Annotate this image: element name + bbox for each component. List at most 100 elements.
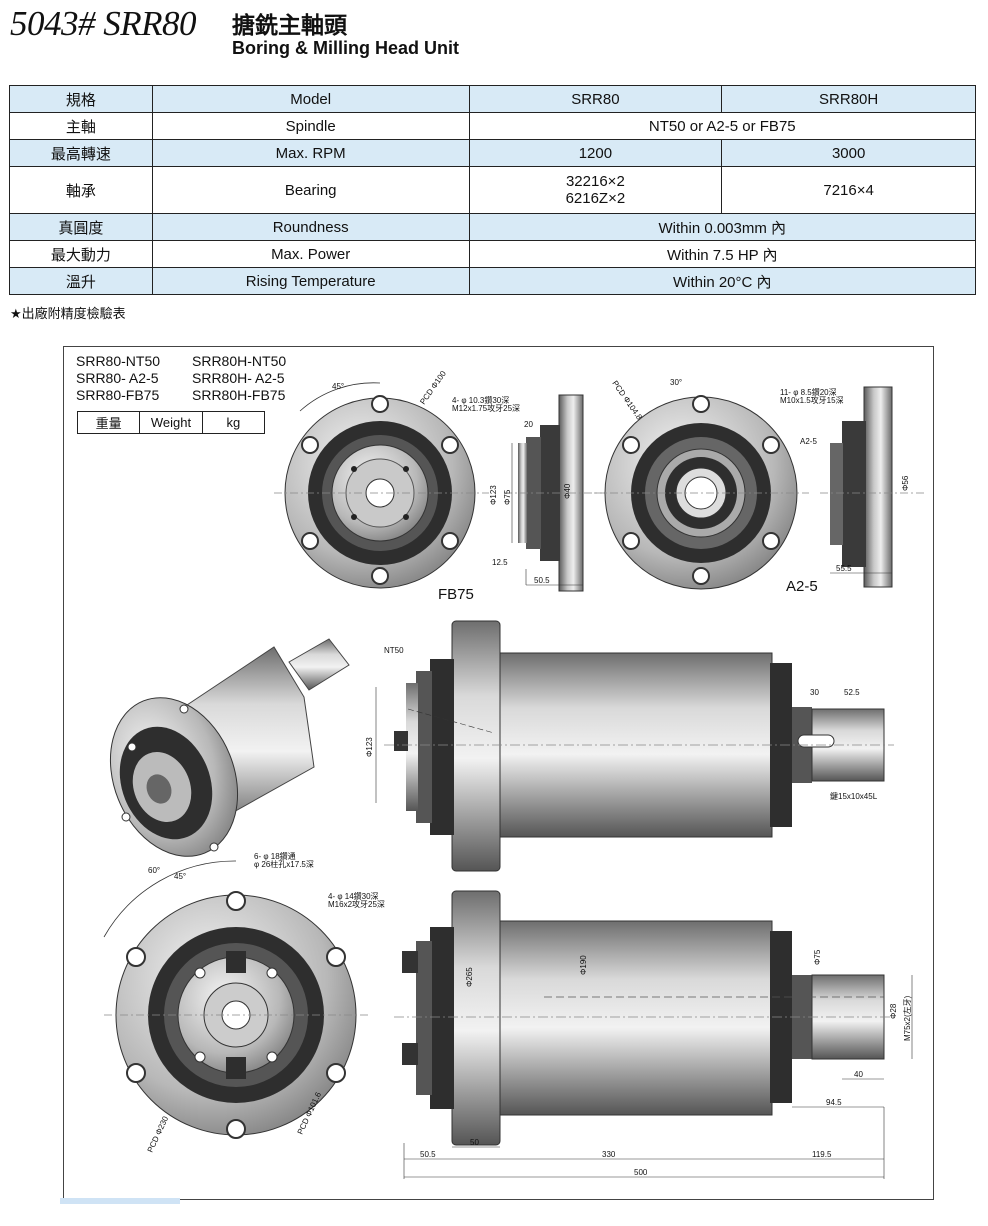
spec-row-spindle: 主軸 Spindle NT50 or A2-5 or FB75 [9, 112, 977, 140]
decorative-bar [60, 1198, 180, 1204]
row-zh: 最高轉速 [9, 139, 153, 167]
variant-item: SRR80-FB75 [76, 387, 160, 403]
row-en: Max. Power [151, 240, 470, 268]
row-value: Within 20°C 內 [468, 267, 977, 295]
holes-4: 4- φ 14鑽30深 [328, 891, 379, 901]
row-zh: 最大動力 [9, 240, 153, 268]
row-zh: 主軸 [9, 112, 153, 140]
row-en: Rising Temperature [151, 267, 470, 295]
fb75-front-view [274, 382, 489, 589]
nt50-side-view [375, 620, 894, 872]
dim-50-5: 50.5 [534, 576, 550, 585]
angle-60: 60° [148, 866, 160, 875]
dim-12-5: 12.5 [492, 558, 508, 567]
dim-phi123: Φ123 [489, 485, 498, 505]
holes-fb75-thread: M12x1.75攻牙25深 [452, 403, 520, 413]
row-en: Spindle [151, 112, 470, 140]
dim-52-5: 52.5 [844, 688, 860, 697]
dim-50-5b: 50.5 [420, 1150, 436, 1159]
pcd-100: PCD Φ100 [418, 369, 448, 406]
fb75-side-view [504, 394, 624, 592]
spindle-side-view [394, 890, 913, 1179]
dim-20: 20 [524, 420, 533, 429]
spec-header-row: 規格 Model SRR80 SRR80H [9, 85, 976, 113]
dim-phi265: Φ265 [465, 967, 474, 987]
dim-500: 500 [634, 1168, 648, 1177]
weight-label-en: Weight [140, 412, 203, 433]
variant-item: SRR80-NT50 [76, 353, 161, 369]
holes-fb75: 4- φ 10.3鑽30深 [452, 395, 509, 405]
row-en: Bearing [151, 166, 470, 214]
weight-label-zh: 重量 [78, 412, 141, 433]
dim-phi123b: Φ123 [365, 737, 374, 757]
row-value: NT50 or A2-5 or FB75 [468, 112, 977, 140]
angle-30: 30° [670, 378, 682, 387]
header-zh: 規格 [9, 85, 153, 113]
spec-table: 規格 Model SRR80 SRR80H 主軸 Spindle NT50 or… [9, 85, 977, 295]
row-zh: 軸承 [9, 166, 153, 214]
holes-4-thread: M16x2攻牙25深 [328, 899, 385, 909]
variant-item: SRR80H-NT50 [192, 353, 287, 369]
header-col2: SRR80H [721, 85, 976, 113]
bearing-line-2: 6216Z×2 [565, 190, 626, 207]
pcd-230: PCD Φ230 [146, 1114, 171, 1154]
dim-phi56: Φ56 [901, 475, 910, 491]
row-en: Roundness [151, 213, 470, 241]
row-zh: 溫升 [9, 267, 153, 295]
row-en: Max. RPM [151, 139, 470, 167]
holes-6: 6- φ 18鑽通 [254, 851, 296, 861]
header-col1: SRR80 [468, 85, 723, 113]
header-en: Model [151, 85, 470, 113]
model-code: 5043# SRR80 [10, 4, 197, 43]
dim-m75: M75x2(左牙) [902, 995, 912, 1041]
spec-row-rpm: 最高轉速 Max. RPM 1200 3000 [9, 139, 976, 167]
a25-side-view [820, 386, 924, 588]
dim-phi75: Φ75 [503, 489, 512, 505]
holes-a25: 11- φ 8.5鑽20深 [780, 387, 837, 397]
a25-front-view [594, 395, 809, 590]
title-english: Boring & Milling Head Unit [232, 38, 459, 58]
row-value: Within 0.003mm 內 [468, 213, 977, 241]
dim-119-5: 119.5 [812, 1150, 832, 1159]
spec-row-roundness: 真圓度 Roundness Within 0.003mm 內 [9, 213, 977, 241]
holes-a25-thread: M10x1.5攻牙15深 [780, 395, 844, 405]
flange-front-view [103, 860, 369, 1139]
pcd-104: PCD Φ104.8 [610, 379, 644, 422]
dim-30: 30 [810, 688, 819, 697]
a25-label: A2-5 [786, 578, 818, 595]
dim-phi75b: Φ75 [813, 949, 822, 965]
title-chinese: 搪銑主軸頭 [232, 13, 347, 39]
dim-50: 50 [470, 1138, 479, 1147]
fb75-label: FB75 [438, 586, 474, 603]
inspection-note: ★出廠附精度檢驗表 [10, 307, 126, 322]
row-value-col2: 7216×4 [721, 166, 976, 214]
weight-box: 重量 Weight kg [77, 411, 265, 434]
angle-45b: 45° [174, 872, 186, 881]
drawing-panel: SRR80-NT50 SRR80- A2-5 SRR80-FB75 SRR80H… [63, 346, 934, 1200]
holes-6-counterbore: φ 26柱孔x17.5深 [254, 859, 314, 869]
dim-55-5: 55.5 [836, 564, 852, 573]
weight-unit: kg [226, 415, 241, 430]
variant-item: SRR80- A2-5 [76, 370, 159, 386]
variant-item: SRR80H- A2-5 [192, 370, 285, 386]
technical-drawing: FB75 A2-5 NT50 A2-5 45° 30° 60° 45° PCD … [103, 369, 924, 1179]
spec-row-power: 最大動力 Max. Power Within 7.5 HP 內 [9, 240, 977, 268]
row-value-col2: 3000 [721, 139, 976, 167]
nt50-label: NT50 [384, 646, 404, 655]
dim-phi190: Φ190 [579, 955, 588, 975]
dim-330: 330 [602, 1150, 616, 1159]
a25-small-label: A2-5 [800, 437, 817, 446]
variant-item: SRR80H-FB75 [192, 387, 286, 403]
row-value: Within 7.5 HP 內 [468, 240, 977, 268]
dim-phi40: Φ40 [563, 483, 572, 499]
spec-row-temperature: 溫升 Rising Temperature Within 20°C 內 [9, 267, 977, 295]
row-zh: 真圓度 [9, 213, 153, 241]
bearing-line-1: 32216×2 [565, 173, 625, 190]
key-label: 鍵15x10x45L [830, 791, 878, 801]
dim-phi28: Φ28 [889, 1003, 898, 1019]
spindle-3d-render [109, 638, 350, 857]
row-value-col1: 1200 [468, 139, 723, 167]
dim-94-5: 94.5 [826, 1098, 842, 1107]
